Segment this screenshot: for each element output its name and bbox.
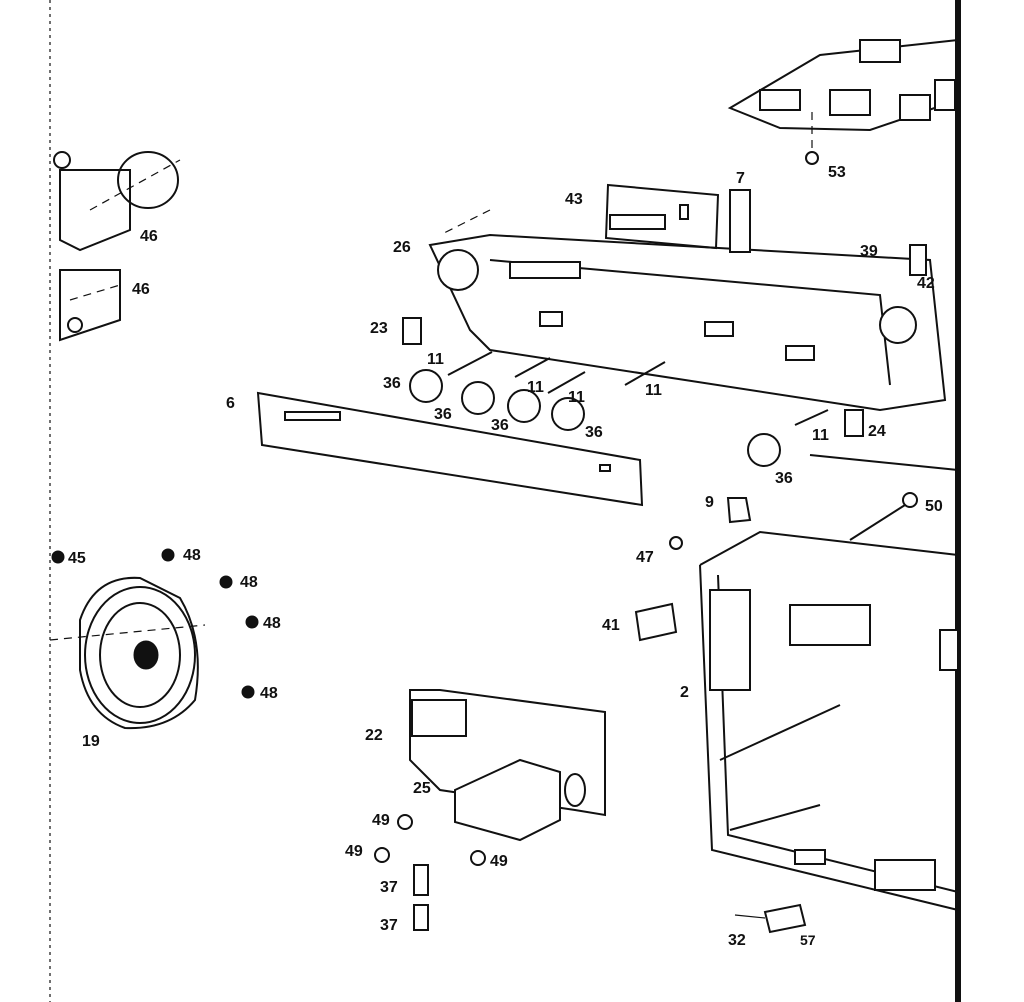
label-22: 22 xyxy=(365,727,383,744)
label-41: 41 xyxy=(602,617,620,634)
label-43: 43 xyxy=(565,191,583,208)
speaker-screws xyxy=(51,548,259,699)
label-36d: 36 xyxy=(585,424,603,441)
label-11e: 11 xyxy=(812,427,829,444)
label-48c: 48 xyxy=(263,615,281,632)
label-37a: 37 xyxy=(380,879,398,896)
label-25: 25 xyxy=(413,780,431,797)
label-47: 47 xyxy=(636,549,654,566)
label-19: 19 xyxy=(82,733,100,750)
bracket-7 xyxy=(729,189,751,253)
clip-9 xyxy=(726,497,752,524)
screw-47 xyxy=(669,536,683,550)
label-7: 7 xyxy=(736,170,745,187)
display-board xyxy=(604,183,720,250)
front-chassis-frame xyxy=(428,209,947,412)
motor-assembly xyxy=(53,151,181,342)
label-24: 24 xyxy=(868,423,886,440)
clip-37-b xyxy=(413,904,429,931)
label-36c: 36 xyxy=(491,417,509,434)
label-49b: 49 xyxy=(345,843,363,860)
rear-cabinet xyxy=(699,530,959,911)
long-screw-50 xyxy=(849,504,906,541)
label-48d: 48 xyxy=(260,685,278,702)
label-36e: 36 xyxy=(775,470,793,487)
label-49a: 49 xyxy=(372,812,390,829)
label-53: 53 xyxy=(828,164,846,181)
label-9: 9 xyxy=(705,494,714,511)
label-32: 32 xyxy=(728,932,746,949)
label-39: 39 xyxy=(860,243,878,260)
label-26: 26 xyxy=(393,239,411,256)
label-11c: 11 xyxy=(568,389,585,406)
knobs xyxy=(409,369,781,467)
label-50: 50 xyxy=(925,498,943,515)
label-46b: 46 xyxy=(132,281,150,298)
speaker xyxy=(49,576,206,730)
part-labels: 53 7 43 26 39 42 46 46 23 11 11 11 11 36… xyxy=(68,164,943,949)
label-57: 57 xyxy=(800,932,816,948)
label-48b: 48 xyxy=(240,574,258,591)
label-11a: 11 xyxy=(427,351,444,368)
label-37b: 37 xyxy=(380,917,398,934)
label-23: 23 xyxy=(370,320,388,337)
label-42: 42 xyxy=(917,275,935,292)
bracket-39 xyxy=(909,244,927,276)
label-48a: 48 xyxy=(183,547,201,564)
bracket-24 xyxy=(844,409,864,437)
label-11b: 11 xyxy=(527,379,544,396)
part-57 xyxy=(763,903,807,934)
clip-41 xyxy=(634,602,678,642)
clip-37-a xyxy=(413,864,429,896)
label-6: 6 xyxy=(226,395,235,412)
label-46a: 46 xyxy=(140,228,158,245)
board-screws xyxy=(374,814,486,866)
shafts xyxy=(447,351,829,426)
power-board xyxy=(409,689,606,842)
label-49c: 49 xyxy=(490,853,508,870)
label-36a: 36 xyxy=(383,375,401,392)
front-panel xyxy=(256,391,644,507)
label-45: 45 xyxy=(68,550,86,567)
top-circuit-board xyxy=(727,38,959,165)
label-11d: 11 xyxy=(645,382,662,399)
bracket-23 xyxy=(402,317,422,345)
label-36b: 36 xyxy=(434,406,452,423)
label-2: 2 xyxy=(680,684,689,701)
